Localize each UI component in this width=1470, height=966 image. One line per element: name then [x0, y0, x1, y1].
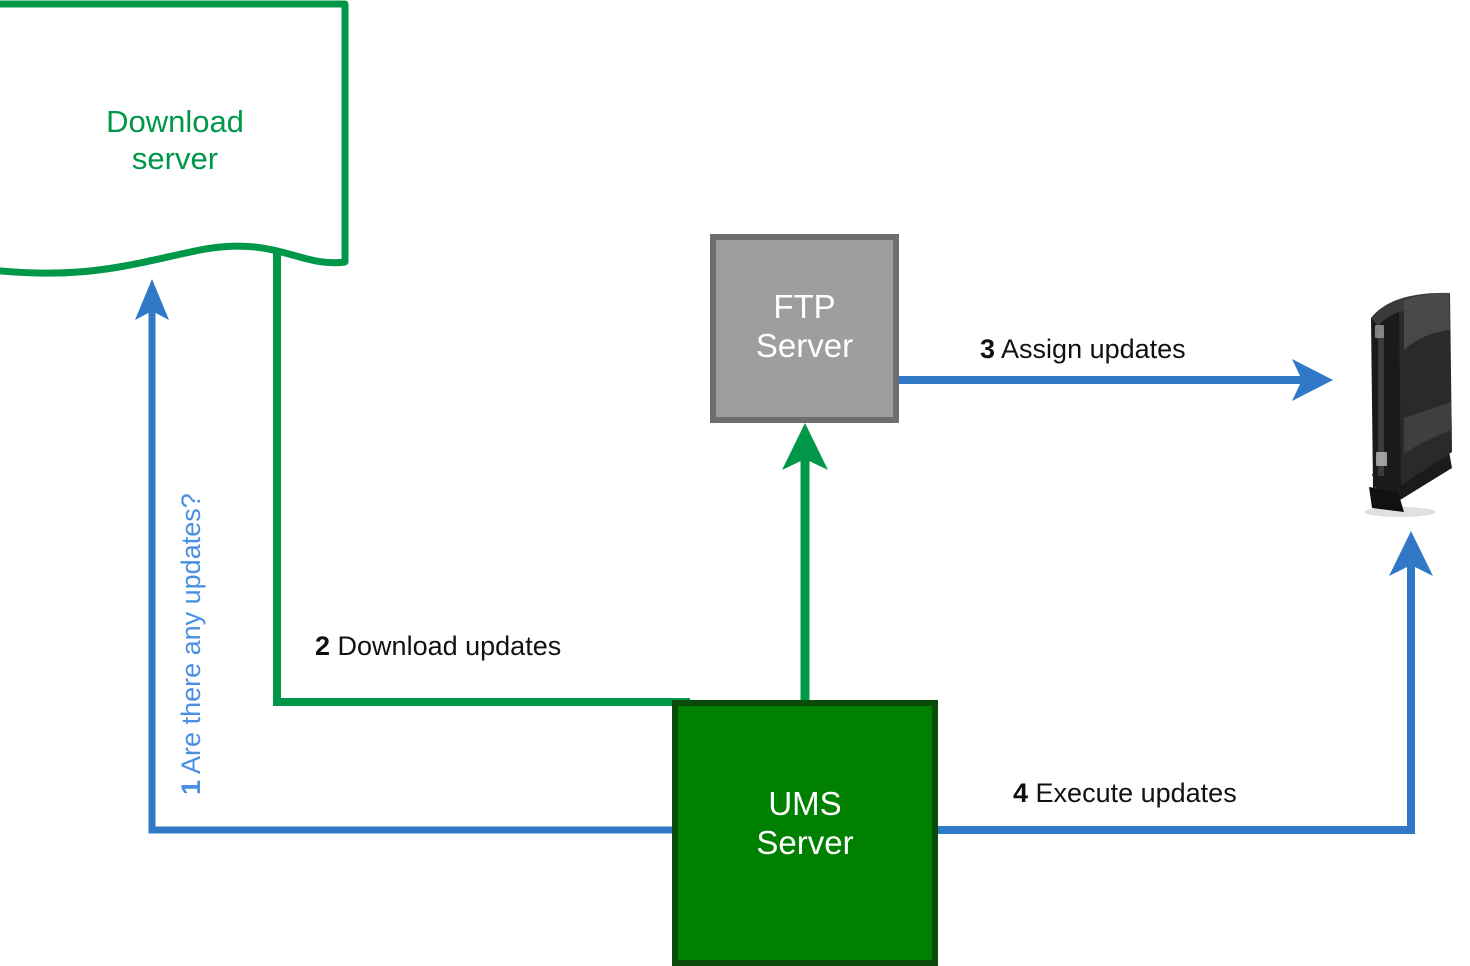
edge-1-step: 1 — [176, 779, 206, 795]
edge-4-connector[interactable] — [938, 531, 1433, 834]
download-server-shape[interactable] — [0, 0, 349, 277]
ums-server-box[interactable] — [672, 700, 938, 966]
edge-2-connector[interactable] — [273, 250, 690, 706]
thin-client-device-icon[interactable] — [1364, 292, 1452, 517]
edge-4-step: 4 — [1013, 778, 1029, 808]
edge-3-label: 3 Assign updates — [980, 334, 1186, 365]
edge-1-label: 1 Are there any updates? — [176, 375, 207, 795]
edge-5-connector[interactable] — [782, 423, 828, 700]
edge-3-step: 3 — [980, 334, 996, 364]
edge-3-connector[interactable] — [899, 359, 1333, 401]
edge-3-text: Assign updates — [1001, 334, 1186, 364]
ftp-server-box[interactable] — [710, 234, 899, 423]
edge-1-text: Are there any updates? — [176, 493, 206, 774]
edge-2-text: Download updates — [337, 631, 562, 661]
edge-2-label: 2 Download updates — [315, 631, 561, 662]
edge-1-connector[interactable] — [135, 279, 672, 834]
edge-4-text: Execute updates — [1035, 778, 1237, 808]
edge-2-step: 2 — [315, 631, 331, 661]
edge-4-label: 4 Execute updates — [1013, 778, 1237, 809]
